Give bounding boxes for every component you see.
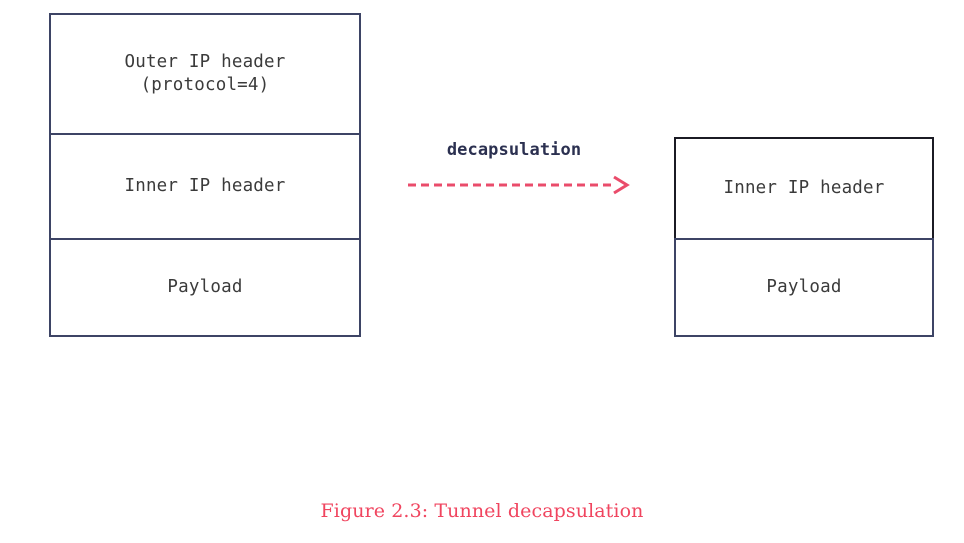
packet-field-label: Outer IP header (protocol=4) bbox=[124, 51, 286, 95]
packet-field-payload: Payload bbox=[49, 238, 361, 337]
packet-field-inner-ip-header: Inner IP header bbox=[49, 133, 361, 240]
packet-field-label: Inner IP header bbox=[124, 175, 286, 196]
packet-field-label: Inner IP header bbox=[723, 177, 885, 198]
encapsulated-packet-stack: Outer IP header (protocol=4) Inner IP he… bbox=[49, 13, 361, 337]
packet-field-outer-ip-header: Outer IP header (protocol=4) bbox=[49, 13, 361, 135]
decapsulation-transition: decapsulation bbox=[400, 140, 640, 200]
packet-field-label: Payload bbox=[766, 276, 842, 297]
figure-caption: Figure 2.3: Tunnel decapsulation bbox=[320, 500, 644, 522]
packet-field-inner-ip-header: Inner IP header bbox=[674, 137, 934, 240]
transition-label: decapsulation bbox=[446, 140, 582, 160]
dashed-arrow-right-icon bbox=[408, 175, 630, 195]
packet-field-label: Payload bbox=[167, 276, 243, 297]
decapsulated-packet-stack: Inner IP header Payload bbox=[674, 137, 934, 337]
packet-field-payload: Payload bbox=[674, 238, 934, 337]
